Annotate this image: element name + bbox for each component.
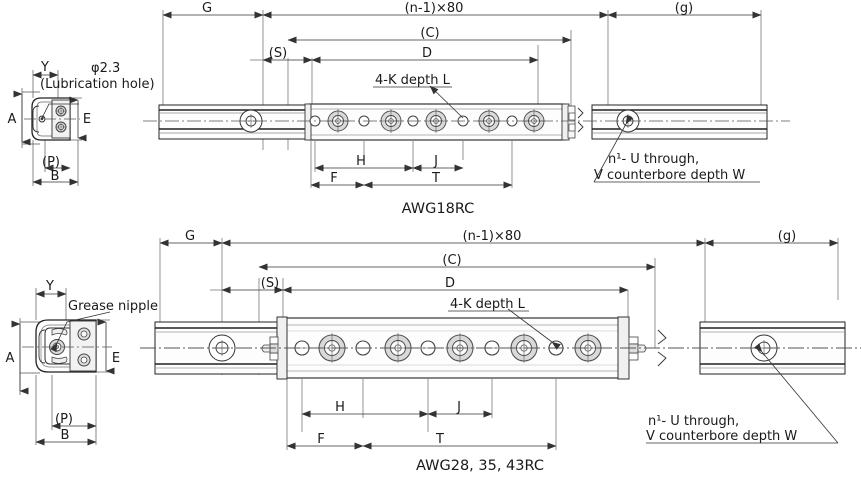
awg28-section-view: A Y E (P) B <box>6 279 158 446</box>
dim-label-Y: Y <box>40 60 49 75</box>
bolt-hole-lower-28 <box>77 353 91 367</box>
awg28-side-view: G (n-1)×80 (g) (C) D <box>140 229 861 450</box>
dim-g-18: (g) <box>607 1 762 19</box>
dim-label-E-28: E <box>112 351 120 366</box>
callout-label-grease-nipple: Grease nipple <box>68 299 158 314</box>
awg18rc-side-view: G (n-1)×80 (g) (C) D <box>143 1 790 189</box>
callout-label-4k-depth-l-18: 4-K depth L <box>375 73 451 88</box>
dim-T-28: T <box>362 432 557 450</box>
callout-u-through-18: n¹- U through, V counterbore depth W <box>593 114 760 183</box>
dim-label-H-18: H <box>356 154 366 169</box>
rail-profile-28 <box>22 319 112 373</box>
dim-E: E <box>69 96 91 142</box>
dim-C-28: (C) <box>258 253 656 271</box>
awg18rc-section-view: A Y E (P) B <box>8 60 155 186</box>
figure-title-awg28-35-43rc: AWG28, 35, 43RC <box>416 458 544 474</box>
dim-H-18: H <box>314 154 414 172</box>
dim-label-D-18: D <box>422 46 432 61</box>
rail-body-left-18 <box>158 104 310 140</box>
dim-S-18: (S) <box>250 46 313 64</box>
dim-label-S-28: (S) <box>261 276 279 291</box>
dim-label-H-28: H <box>335 400 345 415</box>
dim-label-J-28: J <box>456 400 461 415</box>
figure-awg18rc: A Y E (P) B <box>8 1 790 217</box>
dim-label-Y-28: Y <box>45 279 54 294</box>
dim-A-28: A <box>6 320 29 395</box>
dim-label-g-18: (g) <box>675 1 693 16</box>
lubrication-hole-text-label: (Lubrication hole) <box>40 77 155 92</box>
dim-n1x80-18: (n-1)×80 <box>262 1 609 19</box>
dim-label-P-28: (P) <box>55 412 73 427</box>
dim-Y-28: Y <box>35 279 67 298</box>
dim-B-28: B <box>35 428 97 446</box>
callout-label-u-through-line1-28: n¹- U through, <box>648 414 739 429</box>
break-symbol-18 <box>577 107 584 133</box>
dim-J-28: J <box>427 400 493 418</box>
callout-label-4k-depth-l-28: 4-K depth L <box>450 297 526 312</box>
figure-awg28-35-43rc: A Y E (P) B <box>6 229 861 474</box>
dim-A: A <box>8 90 31 146</box>
callout-label-u-through-line2-28: V counterbore depth W <box>646 429 797 444</box>
dim-label-C-28: (C) <box>442 253 461 268</box>
dim-F-28: F <box>286 432 364 450</box>
dim-label-S-18: (S) <box>269 46 287 61</box>
dim-label-B: B <box>51 169 60 184</box>
bolt-hole-lower <box>55 121 67 133</box>
dim-label-T-18: T <box>431 171 440 186</box>
dim-g-28: (g) <box>704 229 839 247</box>
dim-H-28: H <box>301 400 429 418</box>
dim-label-n1x80-28: (n-1)×80 <box>463 229 522 244</box>
bolt-hole-upper <box>55 105 67 117</box>
tapped-hole-large <box>477 109 501 133</box>
figure-title-awg18rc: AWG18RC <box>402 201 475 217</box>
dim-E-28: E <box>97 318 120 375</box>
dim-label-F-18: F <box>330 171 337 186</box>
mounting-hole-left-18 <box>239 109 263 133</box>
dim-S-28: (S) <box>210 276 284 294</box>
dim-label-T-28: T <box>435 432 444 447</box>
dim-D-18: D <box>311 46 539 64</box>
bolt-hole-upper-28 <box>77 327 91 341</box>
dim-T-18: T <box>363 171 513 189</box>
dim-n1x80-28: (n-1)×80 <box>221 229 706 247</box>
callout-label-u-through-line1-18: n¹- U through, <box>608 152 699 167</box>
dim-label-J-18: J <box>433 154 438 169</box>
callout-4k-depth-l-28: 4-K depth L <box>448 297 561 350</box>
dim-label-G-28: G <box>185 229 195 244</box>
grease-nipple-side-right-28 <box>628 343 647 354</box>
dim-G-28: G <box>159 229 223 247</box>
callout-label-u-through-line2-18: V counterbore depth W <box>594 168 745 183</box>
dim-label-A-28: A <box>6 351 15 366</box>
callout-u-through-28: n¹- U through, V counterbore depth W <box>646 343 839 444</box>
dim-label-F-28: F <box>317 432 324 447</box>
dim-label-G-18: G <box>202 1 212 16</box>
dim-label-E: E <box>83 112 91 127</box>
dim-D-28: D <box>282 276 629 294</box>
rail-profile-18 <box>24 97 80 141</box>
grease-nipple-side-left-28 <box>261 343 279 354</box>
break-symbol-28 <box>657 329 667 367</box>
dim-Y: Y <box>32 60 59 79</box>
dim-P-28: (P) <box>51 412 97 430</box>
dim-F-18: F <box>310 171 365 189</box>
dim-C-18: (C) <box>287 26 572 44</box>
dim-label-D-28: D <box>445 276 455 291</box>
dim-G-18: G <box>162 1 264 19</box>
callout-lubrication-hole: φ2.3 (Lubrication hole) <box>40 61 155 120</box>
dim-B: B <box>32 169 79 186</box>
dim-label-n1x80-18: (n-1)×80 <box>405 1 464 16</box>
lubrication-hole-diameter-label: φ2.3 <box>91 61 120 76</box>
dim-P: (P) <box>42 155 71 172</box>
dim-label-P: (P) <box>42 155 60 170</box>
dim-label-C-18: (C) <box>420 26 439 41</box>
callout-4k-depth-l-18: 4-K depth L <box>373 73 464 119</box>
dim-J-18: J <box>412 154 464 172</box>
dim-label-B-28: B <box>61 428 70 443</box>
dim-label-A: A <box>8 112 17 127</box>
callout-grease-nipple: Grease nipple <box>50 299 158 353</box>
dim-label-g-28: (g) <box>778 229 796 244</box>
carriage-18 <box>304 103 576 141</box>
